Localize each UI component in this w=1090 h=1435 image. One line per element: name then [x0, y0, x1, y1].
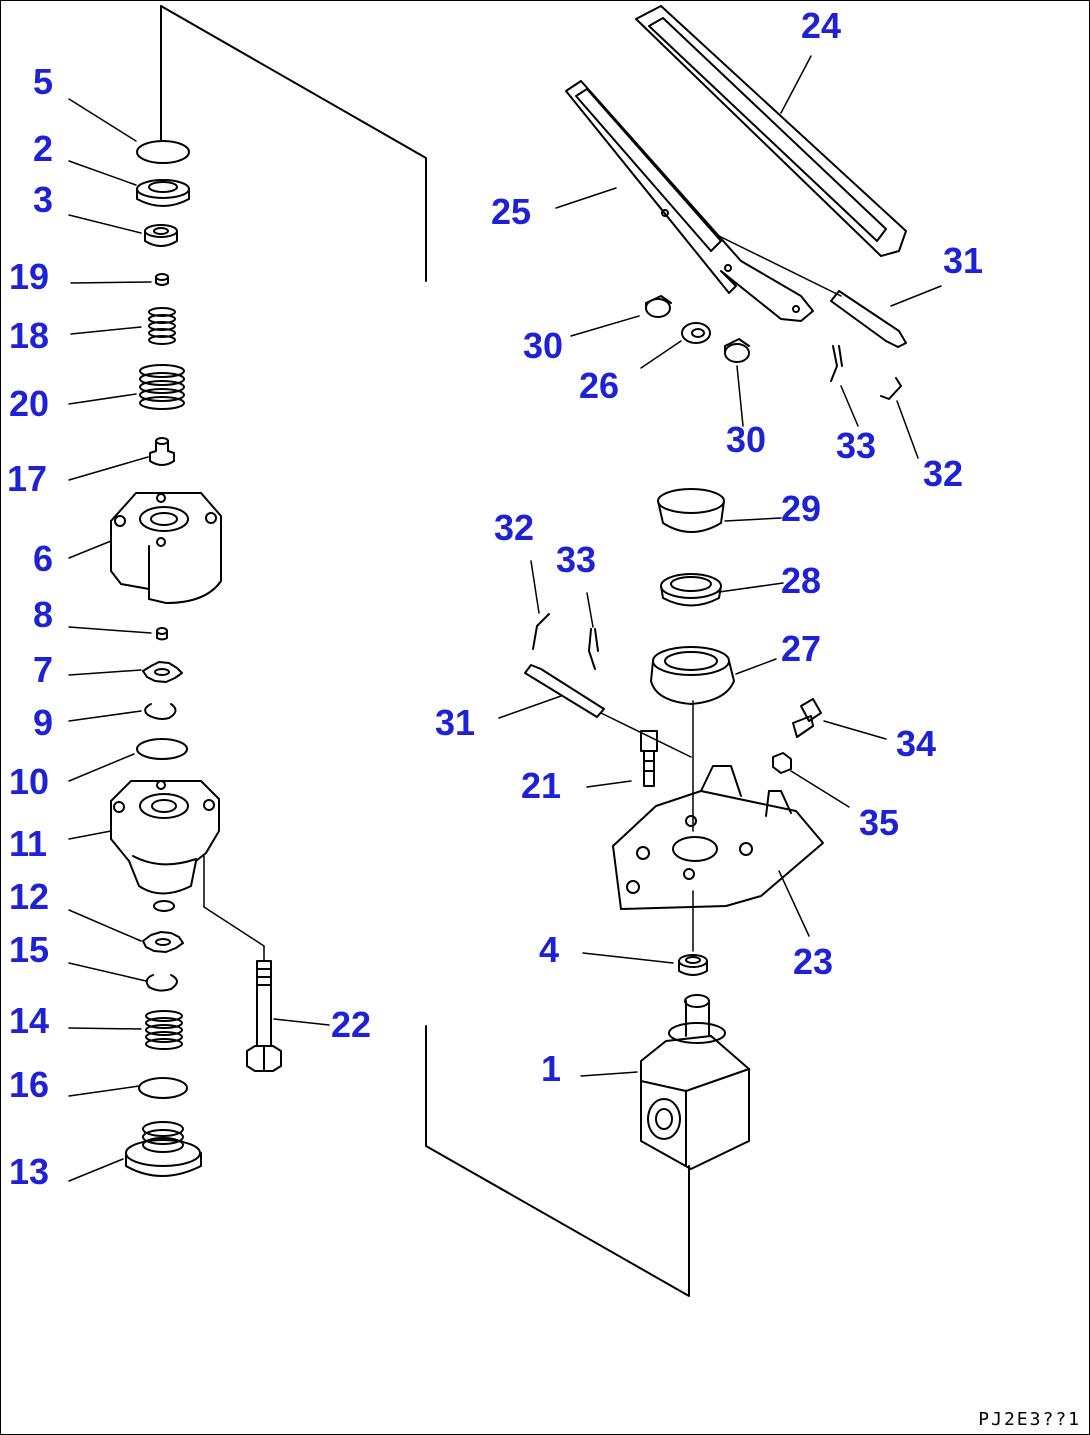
- callout-6: 6: [33, 538, 54, 579]
- part-7-retainer: [142, 661, 183, 683]
- callout-13: 13: [9, 1151, 50, 1192]
- callout-7: 7: [33, 649, 54, 690]
- part-16-o-ring: [138, 1077, 188, 1099]
- part-28-seal: [660, 573, 722, 607]
- callout-32-upper: 32: [923, 453, 964, 494]
- callout-35: 35: [859, 802, 900, 843]
- assembly-boundary-lines: [160, 5, 690, 1297]
- part-32-clip-lower: [532, 613, 550, 650]
- part-2-seal: [136, 179, 190, 207]
- callout-24: 24: [801, 5, 842, 46]
- callout-9: 9: [33, 702, 54, 743]
- callout-11: 11: [9, 823, 48, 864]
- callout-10: 10: [9, 761, 50, 802]
- part-4-seal: [678, 954, 708, 976]
- leader-lines: [68, 55, 942, 1182]
- callout-30-left: 30: [523, 325, 564, 366]
- part-3-plug: [144, 224, 178, 247]
- callout-29: 29: [781, 488, 822, 529]
- part-34-screw: [792, 698, 822, 738]
- callout-5: 5: [33, 61, 54, 102]
- part-25-pedal: [565, 80, 814, 322]
- part-21-bolt: [640, 730, 658, 787]
- part-1-valve-body: [640, 994, 750, 1170]
- part-14-spring: [145, 1010, 183, 1050]
- callout-20: 20: [9, 383, 50, 424]
- part-9-snap-ring: [144, 703, 177, 720]
- callout-27: 27: [781, 628, 822, 669]
- callout-30-right: 30: [726, 419, 767, 460]
- callout-18: 18: [9, 315, 50, 356]
- callout-8: 8: [33, 594, 54, 635]
- part-32-clip-upper: [880, 377, 902, 400]
- callout-17: 17: [7, 458, 48, 499]
- part-13-nut: [125, 1121, 202, 1177]
- callout-33-upper: 33: [836, 425, 877, 466]
- part-10-o-ring: [136, 738, 188, 760]
- part-26-washer: [681, 322, 711, 344]
- part-15-snap-ring: [145, 974, 178, 992]
- callout-28: 28: [781, 560, 822, 601]
- callout-1: 1: [541, 1048, 562, 1089]
- drawing-code: PJ2E3??1: [978, 1409, 1081, 1430]
- callout-4: 4: [539, 929, 560, 970]
- callout-33-lower: 33: [556, 539, 597, 580]
- axis-lines: [203, 235, 842, 962]
- part-23-bracket: [612, 765, 824, 910]
- callout-31-upper: 31: [943, 240, 984, 281]
- part-5-cap: [136, 140, 190, 164]
- callout-26: 26: [579, 365, 620, 406]
- callout-14: 14: [9, 1000, 50, 1041]
- callout-2: 2: [33, 128, 54, 169]
- part-30-bushing-b: [724, 338, 750, 363]
- part-19-washer: [155, 273, 169, 286]
- part-20-spring: [139, 364, 185, 410]
- part-11-body: [110, 780, 220, 912]
- part-31-pin-upper: [830, 290, 907, 348]
- callout-25: 25: [491, 191, 532, 232]
- part-27-boot: [650, 646, 735, 705]
- callout-15: 15: [9, 929, 50, 970]
- part-33-cotter-pin-lower: [588, 628, 599, 670]
- callout-31-lower: 31: [435, 702, 476, 743]
- part-18-spring: [148, 307, 176, 345]
- callout-21: 21: [521, 765, 562, 806]
- part-22-bolt: [246, 960, 282, 1072]
- part-29-boot-cap: [657, 488, 725, 533]
- part-12-retainer: [142, 931, 184, 953]
- part-31-pin-lower: [524, 664, 605, 718]
- callout-12: 12: [9, 876, 50, 917]
- part-17-piston: [149, 437, 175, 466]
- part-24-pedal-cover: [635, 5, 907, 257]
- part-35-nut: [772, 752, 792, 774]
- part-8-collar: [156, 627, 168, 641]
- callout-32-lower: 32: [494, 507, 535, 548]
- callout-19: 19: [9, 256, 50, 297]
- callout-3: 3: [33, 179, 54, 220]
- part-33-cotter-pin-upper: [830, 345, 843, 382]
- part-6-body: [110, 492, 222, 604]
- part-30-bushing-a: [645, 295, 672, 318]
- callout-22: 22: [331, 1004, 372, 1045]
- callout-34: 34: [896, 723, 937, 764]
- callout-23: 23: [793, 941, 834, 982]
- callout-16: 16: [9, 1064, 50, 1105]
